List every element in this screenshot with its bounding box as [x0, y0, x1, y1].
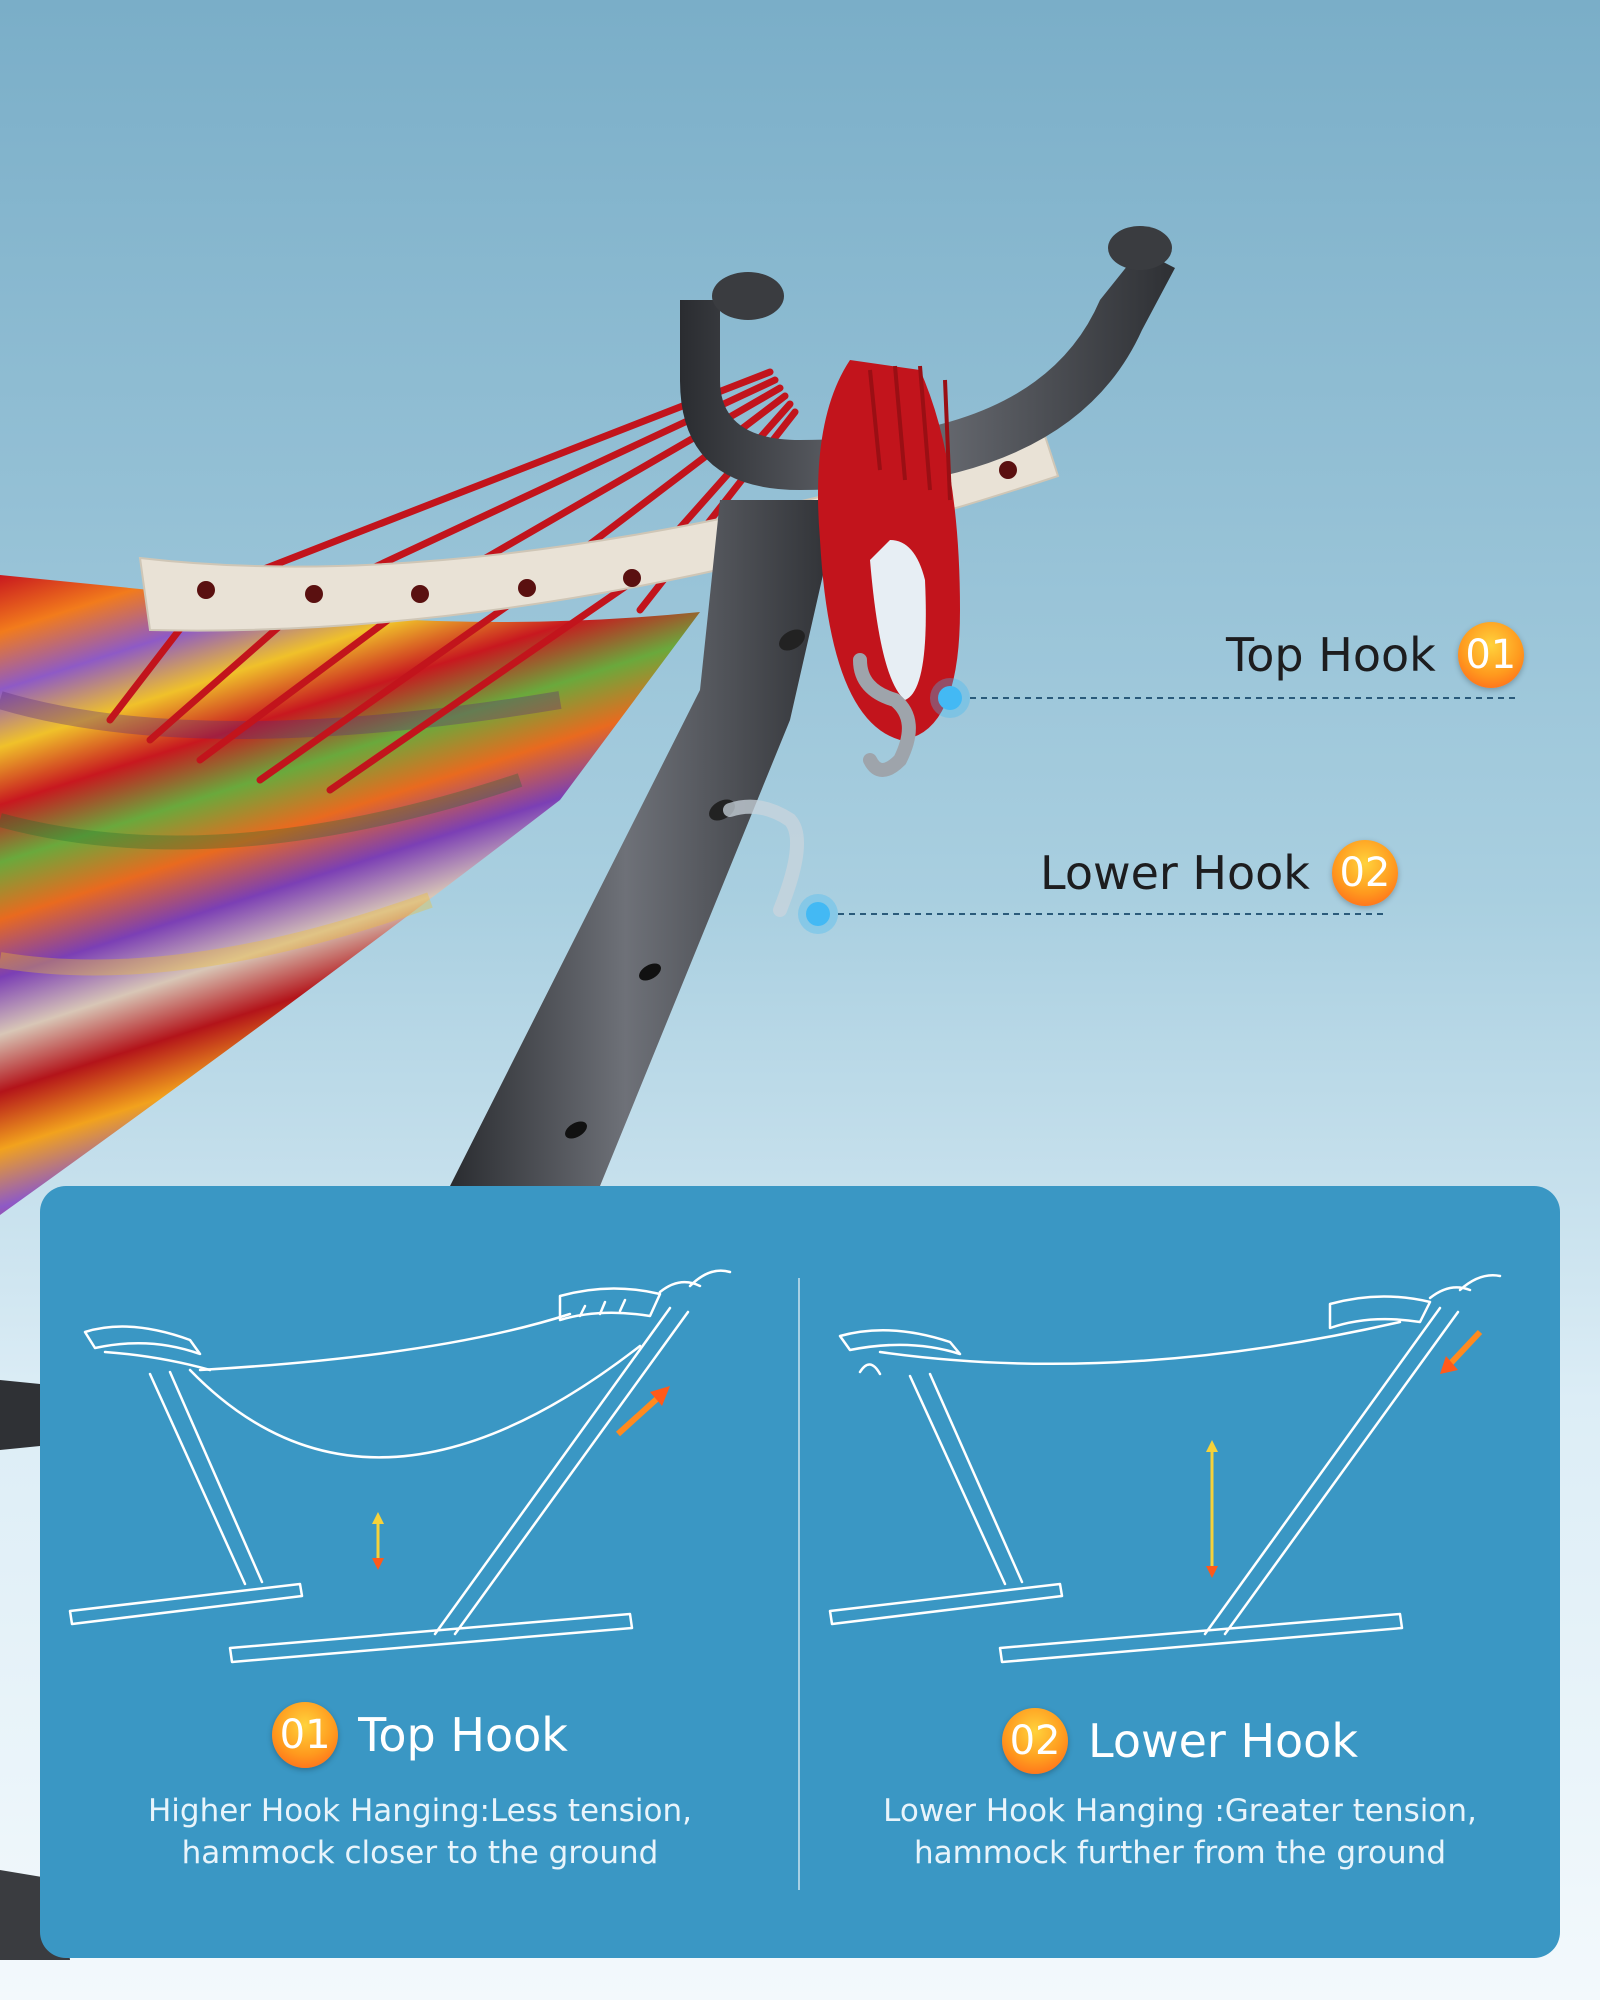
- top-bracket: [680, 250, 1175, 490]
- lower-hook-column: 02 Lower Hook Lower Hook Hanging :Greate…: [800, 1186, 1560, 1958]
- number-badge: 01: [272, 1702, 339, 1768]
- top-hook-pointer: [930, 678, 1518, 718]
- top-hook-diagram: [68, 1269, 732, 1664]
- top-hook-callout-label: Top Hook: [1226, 628, 1436, 682]
- lower-hook-description: Lower Hook Hanging :Greater tension, ham…: [800, 1790, 1560, 1874]
- lower-hook-desc-line1: Lower Hook Hanging :Greater tension,: [883, 1793, 1477, 1829]
- number-badge: 01: [1457, 622, 1524, 688]
- number-badge: 02: [1331, 840, 1398, 906]
- number-badge: 02: [1002, 1708, 1069, 1774]
- stand-pole: [450, 500, 840, 1186]
- top-hook-description: Higher Hook Hanging:Less tension, hammoc…: [40, 1790, 800, 1874]
- lower-hook-callout: Lower Hook 02: [1040, 840, 1398, 906]
- lower-hook-title: 02 Lower Hook: [800, 1708, 1560, 1774]
- lower-hook-callout-label: Lower Hook: [1040, 846, 1310, 900]
- hammock-fabric: [0, 575, 700, 1215]
- panel-divider: [798, 1278, 800, 1890]
- top-hook-column: 01 Top Hook Higher Hook Hanging:Less ten…: [40, 1186, 800, 1958]
- spreader-bar: [138, 434, 1060, 632]
- lower-hook-pointer: [798, 894, 1386, 934]
- top-hook-title-text: Top Hook: [358, 1708, 568, 1762]
- top-hook-title: 01 Top Hook: [40, 1702, 800, 1768]
- lower-hook-title-text: Lower Hook: [1088, 1714, 1358, 1768]
- top-hook-callout: Top Hook 01: [1226, 622, 1524, 688]
- top-hook-desc-line1: Higher Hook Hanging:Less tension,: [147, 1793, 693, 1829]
- comparison-panel: 01 Top Hook Higher Hook Hanging:Less ten…: [40, 1186, 1560, 1958]
- top-hook-desc-line2: hammock closer to the ground: [181, 1835, 659, 1871]
- lower-hook-desc-line2: hammock further from the ground: [913, 1835, 1447, 1871]
- lower-hook-diagram: [828, 1274, 1502, 1664]
